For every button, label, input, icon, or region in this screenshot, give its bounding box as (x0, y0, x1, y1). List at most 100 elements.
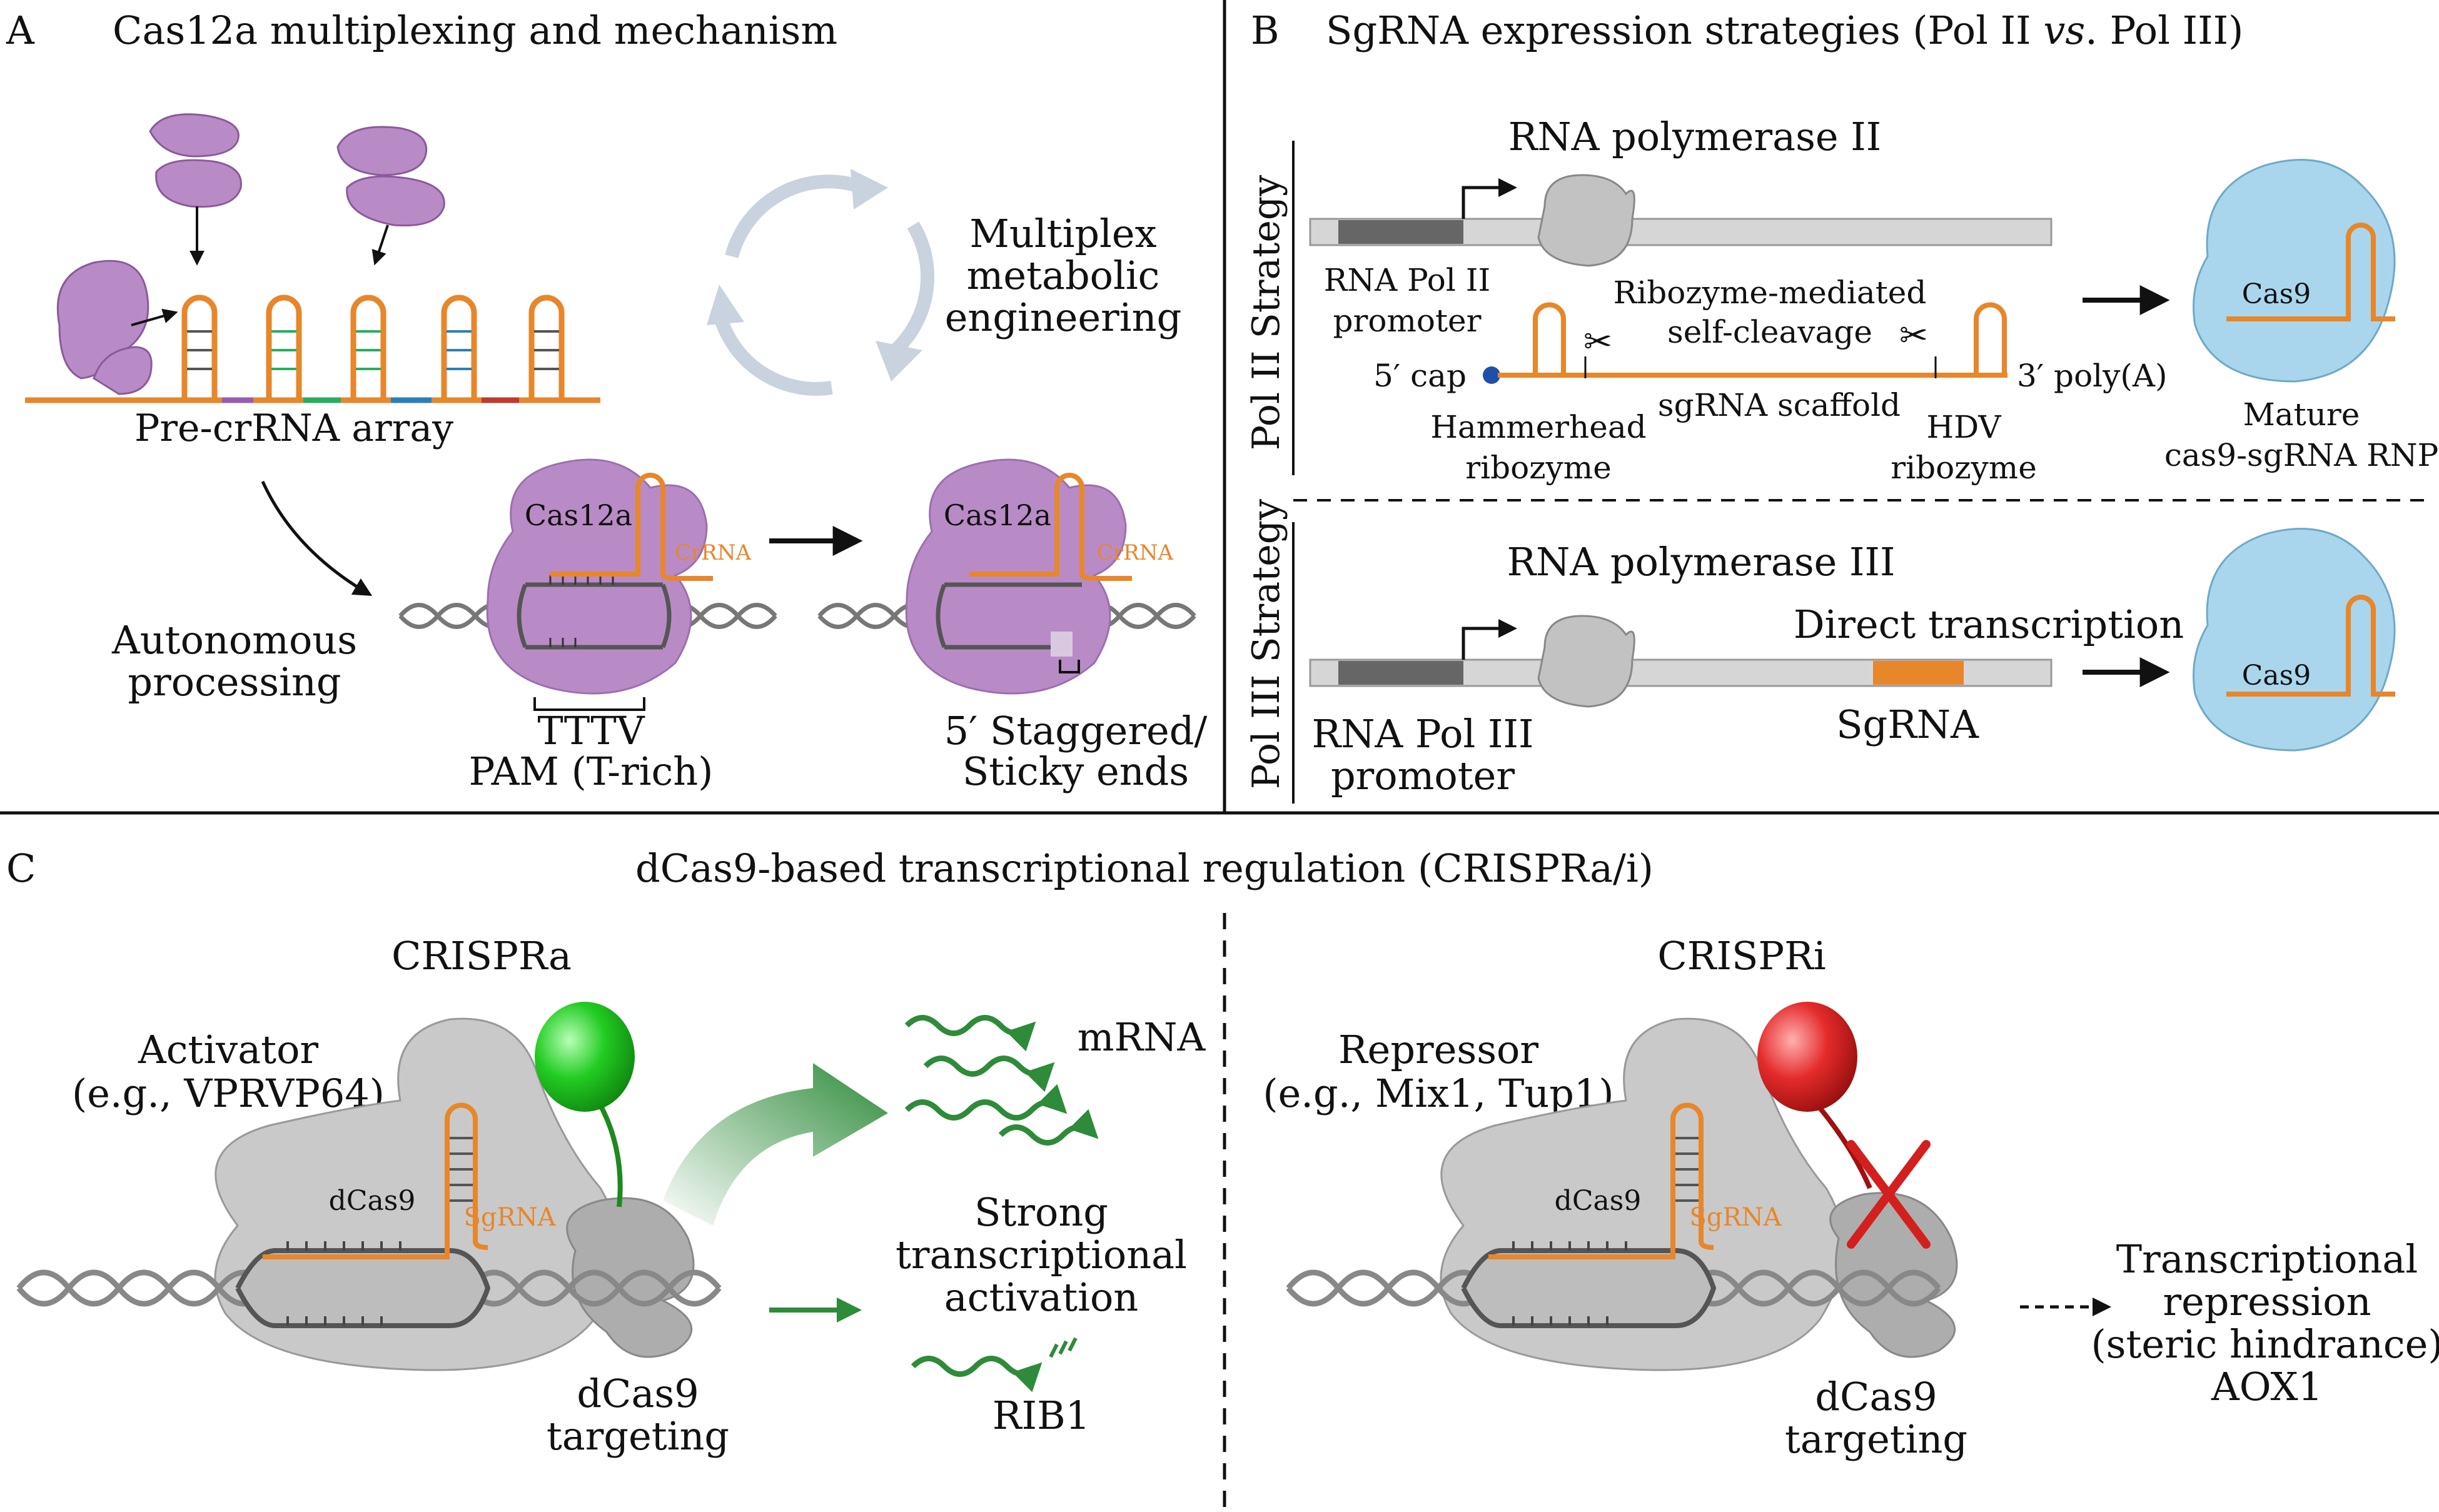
cas12a-small-icon (336, 126, 445, 227)
bubble-rungs (1512, 1241, 1627, 1326)
crispri-title: CRISPRi (1657, 933, 1825, 979)
cas9-label: Cas9 (2242, 278, 2311, 310)
self-cleavage-label: Ribozyme-mediated (1613, 275, 1927, 311)
processing-arrow (261, 480, 373, 597)
activator-label: (e.g., VPRVP64) (72, 1071, 385, 1116)
cas12a-label: Cas12a (944, 498, 1051, 532)
hammerhead-label: Hammerhead (1430, 409, 1646, 445)
mature-label: Mature (2243, 396, 2360, 433)
targeting-label: targeting (1785, 1416, 1967, 1462)
pol3-strategy-label: Pol III Strategy (1245, 499, 1288, 789)
cas12a-complex (486, 458, 713, 695)
sgrna-rungs (1675, 1137, 1699, 1202)
sgrna-hairpin (263, 1102, 488, 1259)
cas12a-label: Cas12a (525, 498, 632, 532)
dna-bubble (1461, 1248, 1717, 1328)
rib1-wave (911, 1356, 1043, 1393)
cycle-label: Multiplex (969, 211, 1156, 256)
pol3-polymerase-label: RNA polymerase III (1507, 539, 1895, 585)
dna-bubble (235, 1248, 491, 1328)
crrna-hairpin (350, 295, 386, 400)
crrna-hairpin (266, 295, 302, 400)
repressor-domain (1757, 1002, 1857, 1112)
activation-label: activation (944, 1274, 1138, 1320)
crrna-hairpin (528, 295, 565, 400)
arrow-to-hairpin (131, 308, 178, 326)
tss-arrow (1462, 178, 1517, 219)
sgrna-gene-block (1873, 661, 1964, 685)
bubble-rungs (286, 1241, 401, 1326)
cas9-complex (2193, 528, 2396, 752)
crrna-hairpin (181, 295, 218, 400)
activation-arrow (663, 1063, 888, 1226)
scaffold-label: sgRNA scaffold (1658, 387, 1901, 423)
mature-label: cas9-sgRNA RNP (2164, 437, 2438, 473)
repression-label: AOX1 (2211, 1364, 2323, 1409)
pam-label: TTTV (537, 708, 645, 753)
polya-label: 3′ poly(A) (2017, 358, 2168, 394)
sgrna-label: SgRNA (463, 1203, 556, 1232)
pol2-polymerase-label: RNA polymerase II (1508, 114, 1882, 159)
hairpin-rungs (187, 330, 559, 370)
crrna-hairpin (441, 295, 477, 400)
dcas9-label: dCas9 (329, 1185, 416, 1217)
rna-polymerase-icon (1537, 174, 1635, 267)
dcas9-label: dCas9 (1555, 1185, 1642, 1217)
cas9-complex (2193, 159, 2396, 383)
sgrna-hairpin (1488, 1102, 1714, 1259)
hdv-label: ribozyme (1891, 450, 2037, 486)
panel-a-title: Cas12a multiplexing and mechanism (113, 8, 837, 53)
repressor-tether (1811, 1099, 1872, 1189)
repression-label: repression (2163, 1279, 2371, 1324)
cas12a-complex (905, 458, 1132, 695)
scissors-icon: ✂ (1899, 315, 1928, 355)
targeting-label: dCas9 (1815, 1374, 1937, 1419)
panel-b-title: SgRNA expression strategies (Pol II vs. … (1326, 8, 2243, 53)
repression-label: (steric hindrance) (2091, 1321, 2439, 1367)
mrna-label: mRNA (1078, 1014, 1206, 1060)
panel-b: B SgRNA expression strategies (Pol II vs… (1245, 8, 2438, 799)
sgrna-gene-label: SgRNA (1836, 702, 1979, 747)
targeting-label: dCas9 (577, 1371, 699, 1416)
cas12a-small-icon (149, 113, 242, 208)
targeting-label: targeting (547, 1413, 729, 1459)
hdv-label: HDV (1927, 409, 2002, 445)
crrna-label: CrRNA (1097, 540, 1174, 565)
scissors-icon: ✂ (1583, 321, 1612, 361)
pol3-promoter-block (1338, 661, 1463, 685)
recycle-icon (712, 174, 934, 396)
block-icon (1847, 1140, 1931, 1249)
self-cleavage-label: self-cleavage (1667, 314, 1872, 350)
cap-label: 5′ cap (1373, 358, 1467, 394)
repressor-label: (e.g., Mix1, Tup1) (1263, 1071, 1613, 1116)
processing-label: processing (128, 659, 341, 705)
processing-label: Autonomous (111, 617, 357, 663)
mrna-waves (904, 1015, 1099, 1146)
tss-arrow (1462, 619, 1517, 660)
array-label: Pre-crRNA array (134, 406, 453, 450)
pol2-promoter-block (1338, 220, 1463, 244)
recycle-arrowheads (707, 169, 922, 381)
repression-label: Transcriptional (2116, 1236, 2418, 1282)
crispra-title: CRISPRa (391, 933, 572, 979)
panel-c-letter: C (6, 845, 36, 891)
cut-label: Sticky ends (962, 748, 1189, 794)
pol2-promoter-label: RNA Pol II (1324, 262, 1491, 298)
pol2-promoter-label: promoter (1333, 303, 1481, 339)
pam-bracket (533, 697, 645, 711)
hammerhead-label: ribozyme (1465, 450, 1612, 486)
arrow-to-hairpin (371, 224, 389, 266)
activator-label: Activator (138, 1027, 318, 1072)
rib1-label: RIB1 (992, 1393, 1090, 1438)
direct-transcription-label: Direct transcription (1794, 602, 2184, 647)
cycle-label: engineering (945, 295, 1182, 340)
pam-label: PAM (T-rich) (469, 748, 714, 794)
pol3-promoter-label: promoter (1331, 753, 1515, 799)
hdv-hairpin (1974, 302, 2007, 375)
cut-label: 5′ Staggered/ (944, 708, 1208, 753)
pol2-strategy-label: Pol II Strategy (1245, 175, 1288, 450)
crrna-label: CrRNA (675, 540, 752, 565)
panel-a-letter: A (6, 8, 35, 53)
sgrna-label: SgRNA (1689, 1203, 1782, 1232)
